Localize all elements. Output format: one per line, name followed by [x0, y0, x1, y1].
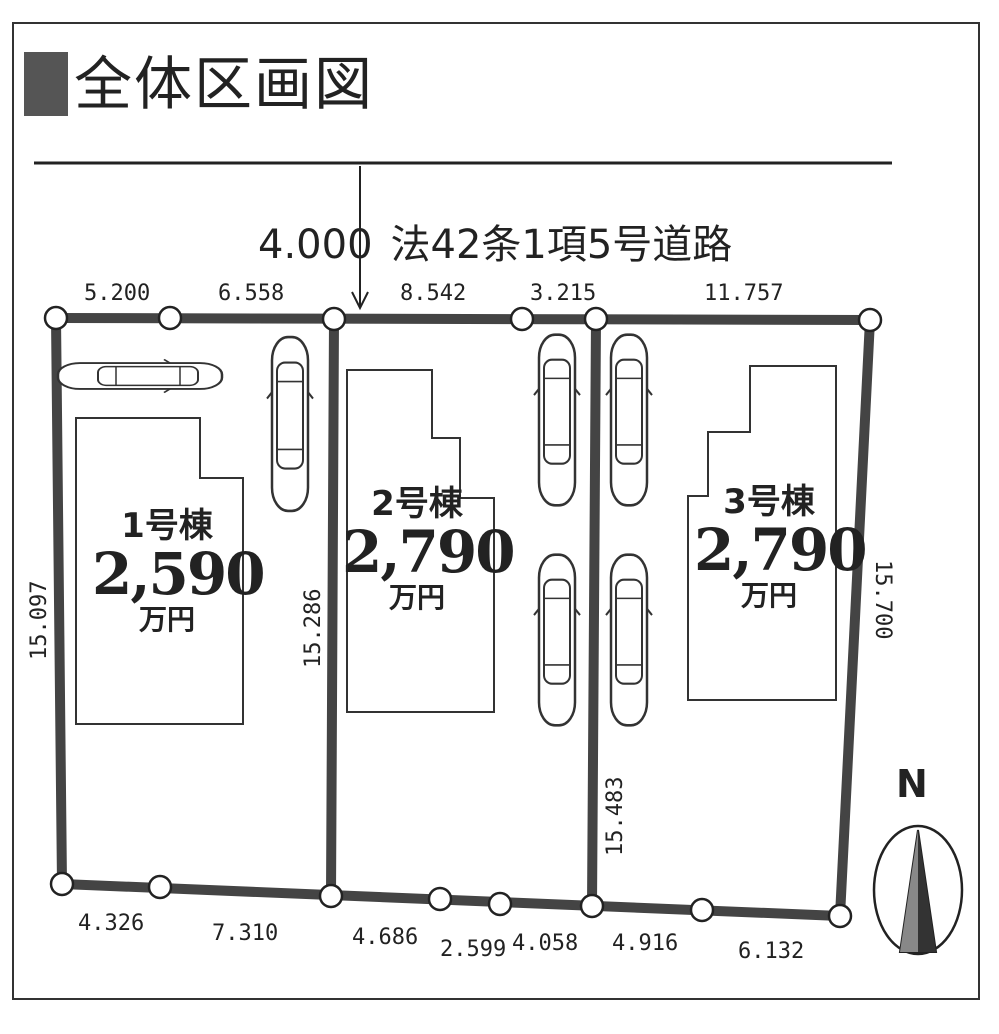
boundary-marker [147, 874, 173, 900]
boundary-top [51, 313, 875, 325]
car-icon [532, 333, 582, 507]
lot-price-unit: 万円 [388, 581, 445, 615]
boundary-marker [427, 886, 453, 912]
boundary-marker [689, 897, 715, 923]
car-icon [56, 358, 224, 394]
lot-price: 2,590 [92, 540, 266, 609]
boundary-left [51, 313, 67, 889]
boundary-marker [509, 306, 535, 332]
dim-side: 15.097 [27, 581, 52, 660]
boundary-marker [43, 305, 69, 331]
compass-icon [872, 824, 964, 956]
lot-1-label: 1号棟 2,590 万円 [92, 506, 266, 637]
boundary-lot1-lot2 [326, 314, 339, 901]
lot-price-unit: 万円 [740, 579, 797, 613]
boundary-marker [318, 883, 344, 909]
road-type: 法42条1項5号道路 [390, 222, 733, 268]
dim-bottom: 6.132 [738, 939, 804, 964]
dim-side: 15.483 [603, 777, 628, 856]
road-width: 4.000 [258, 222, 373, 268]
page-title: 全体区画図 [24, 52, 374, 116]
dim-top: 5.200 [84, 281, 150, 306]
boundary-marker [579, 893, 605, 919]
boundary-right [835, 315, 875, 921]
boundary-marker [857, 307, 883, 333]
title-square-icon [24, 52, 68, 116]
dim-bottom: 4.916 [612, 931, 678, 956]
lot-name: 3号棟 [723, 482, 815, 522]
car-icon [265, 335, 315, 513]
compass-north-label: N [896, 762, 928, 806]
dim-side: 15.286 [301, 589, 326, 668]
dim-side: 15.700 [870, 560, 895, 639]
boundary-marker [487, 891, 513, 917]
lot-price-unit: 万円 [138, 603, 195, 637]
dim-top: 3.215 [530, 281, 596, 306]
lot-name: 1号棟 [121, 506, 213, 546]
boundary-marker [49, 871, 75, 897]
dim-bottom: 4.058 [512, 931, 578, 956]
lot-price: 2,790 [694, 516, 868, 585]
road-width-arrow [351, 166, 369, 311]
boundary-markers [43, 305, 883, 929]
dim-top: 6.558 [218, 281, 284, 306]
lot-2-label: 2号棟 2,790 万円 [342, 484, 516, 615]
car-icon [532, 553, 582, 727]
building-footprint-lot3 [687, 365, 837, 701]
dim-bottom: 7.310 [212, 921, 278, 946]
lot-price: 2,790 [342, 518, 516, 587]
boundary-marker [321, 306, 347, 332]
dim-bottom: 2.599 [440, 937, 506, 962]
title-text: 全体区画図 [74, 50, 375, 118]
road-label: 4.000 法42条1項5号道路 [258, 212, 732, 270]
boundary-lot2-lot3 [587, 314, 601, 911]
car-icon [604, 333, 654, 507]
building-footprint-lot2 [346, 369, 495, 713]
dim-bottom: 4.686 [352, 925, 418, 950]
dim-top: 11.757 [704, 281, 783, 306]
lot-name: 2号棟 [371, 484, 463, 524]
car-icon [604, 553, 654, 727]
dim-top: 8.542 [400, 281, 466, 306]
drawing-frame [12, 22, 980, 1000]
boundary-marker [827, 903, 853, 929]
lot-3-label: 3号棟 2,790 万円 [694, 482, 868, 613]
building-footprint-lot1 [75, 417, 244, 725]
boundary-marker [157, 305, 183, 331]
dim-bottom: 4.326 [78, 911, 144, 936]
boundary-marker [583, 306, 609, 332]
